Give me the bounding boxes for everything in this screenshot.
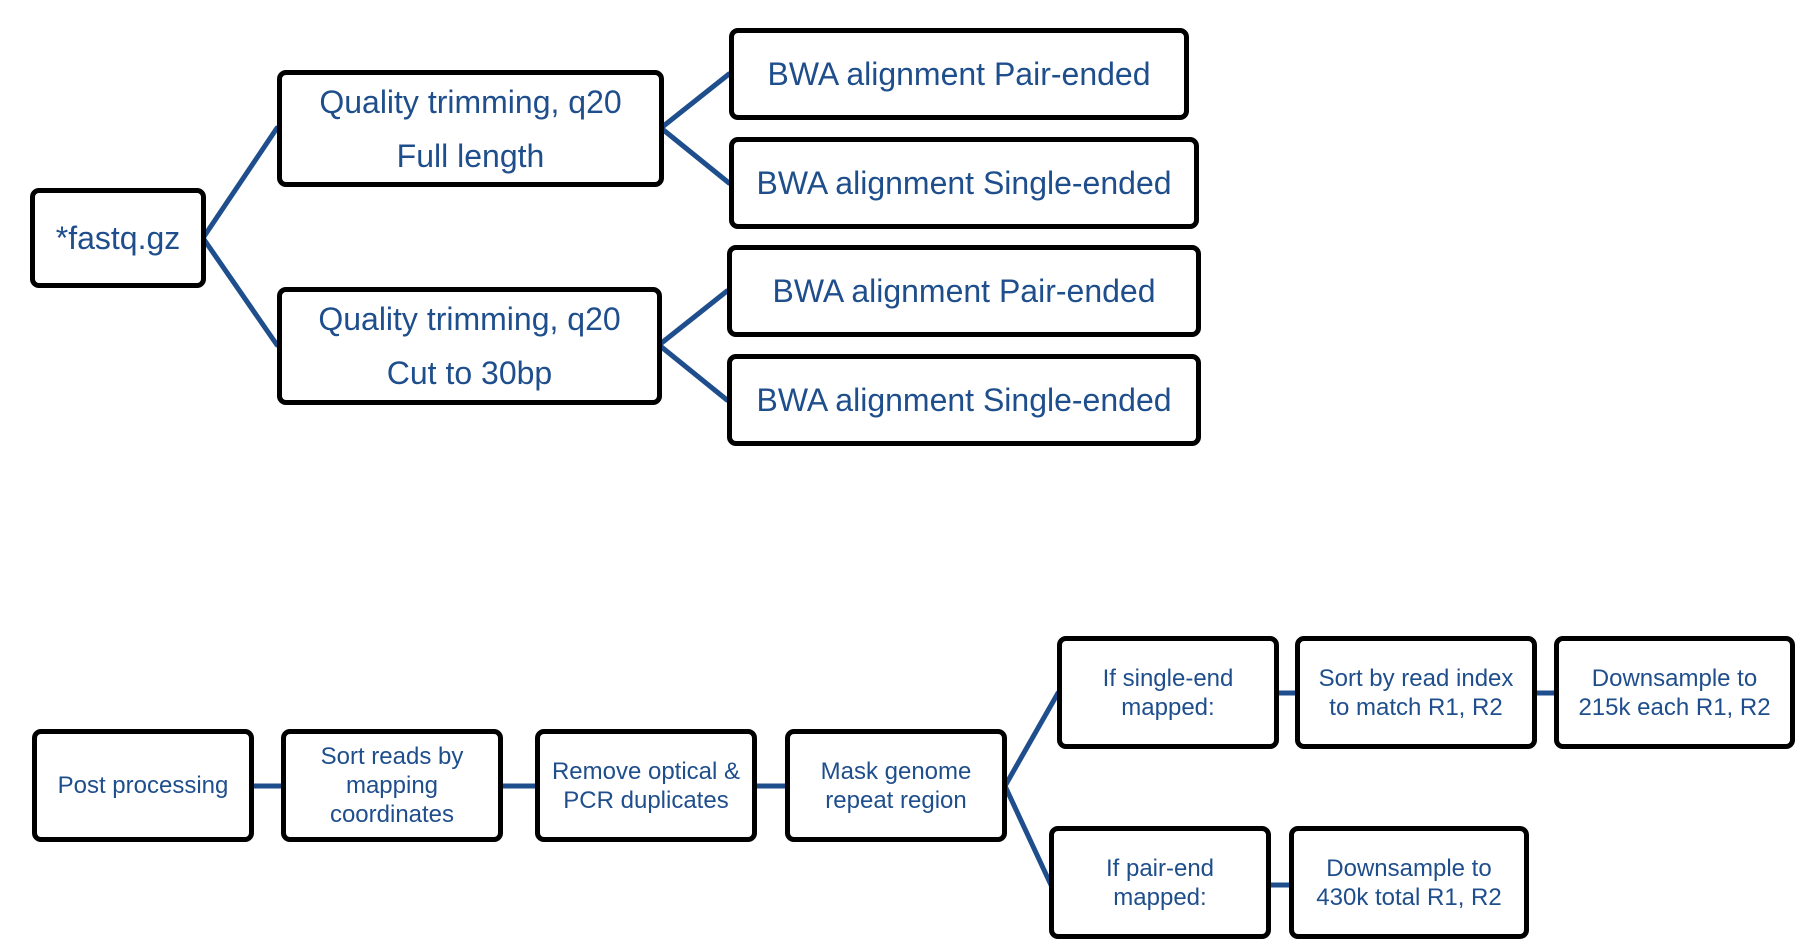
pair-end-mapped-box: If pair-end mapped:: [1049, 826, 1271, 939]
sort-by-coordinates-line2: mapping: [345, 772, 439, 799]
connector-trim-cut-to-single: [656, 342, 730, 403]
downsample-430k-line2: 430k total R1, R2: [1316, 883, 1502, 911]
trim-cut-30bp-line2: Cut to 30bp: [386, 355, 553, 391]
sort-by-read-index-line2: to match R1, R2: [1329, 693, 1503, 721]
downsample-430k-box: Downsample to 430k total R1, R2: [1289, 826, 1529, 939]
input-fastq-box: *fastq.gz: [30, 188, 206, 288]
input-fastq-label: *fastq.gz: [55, 220, 181, 256]
bwa-cut-single-ended-label: BWA alignment Single-ended: [756, 382, 1172, 418]
downsample-430k-line1: Downsample to: [1326, 854, 1492, 882]
single-end-mapped-line1: If single-end: [1102, 664, 1234, 692]
downsample-215k-box: Downsample to 215k each R1, R2: [1554, 636, 1795, 749]
mask-repeat-region-line1: Mask genome: [820, 757, 972, 785]
connector-input-to-trim-full: [200, 125, 280, 241]
sort-by-coordinates-line3: coordinates: [329, 801, 455, 828]
downsample-215k-line2: 215k each R1, R2: [1578, 693, 1771, 721]
remove-duplicates-line2: PCR duplicates: [563, 786, 729, 814]
single-end-mapped-box: If single-end mapped:: [1057, 636, 1279, 749]
connector-input-to-trim-cut: [200, 235, 280, 348]
bwa-cut-pair-ended-box: BWA alignment Pair-ended: [727, 245, 1201, 337]
connector-trim-cut-to-pair: [656, 288, 730, 348]
trim-full-length-box: Quality trimming, q20 Full length: [277, 70, 664, 187]
sort-by-read-index-box: Sort by read index to match R1, R2: [1295, 636, 1537, 749]
sort-by-coordinates-line1: Sort reads by: [320, 743, 464, 770]
connector-mask-to-pair: [1002, 783, 1054, 888]
sort-by-read-index-line1: Sort by read index: [1318, 664, 1514, 692]
mask-repeat-region-line2: repeat region: [825, 786, 967, 814]
trim-cut-30bp-box: Quality trimming, q20 Cut to 30bp: [277, 287, 662, 405]
trim-full-length-line2: Full length: [396, 137, 545, 174]
mask-repeat-region-box: Mask genome repeat region: [785, 729, 1007, 842]
post-processing-label: Post processing: [57, 772, 229, 799]
connector-mask-to-single: [1002, 690, 1061, 789]
post-processing-box: Post processing: [32, 729, 254, 842]
remove-duplicates-box: Remove optical & PCR duplicates: [535, 729, 757, 842]
single-end-mapped-line2: mapped:: [1121, 693, 1215, 721]
pair-end-mapped-line2: mapped:: [1113, 883, 1207, 911]
bwa-full-pair-ended-box: BWA alignment Pair-ended: [729, 28, 1189, 120]
pair-end-mapped-line1: If pair-end: [1105, 854, 1215, 882]
bwa-cut-single-ended-box: BWA alignment Single-ended: [727, 354, 1201, 446]
sort-by-coordinates-box: Sort reads by mapping coordinates: [281, 729, 503, 842]
connector-trim-full-to-pair: [658, 71, 732, 131]
trim-full-length-line1: Quality trimming, q20: [319, 83, 622, 120]
remove-duplicates-line1: Remove optical &: [551, 757, 741, 785]
bwa-full-single-ended-label: BWA alignment Single-ended: [756, 165, 1172, 201]
bwa-cut-pair-ended-label: BWA alignment Pair-ended: [772, 273, 1156, 309]
connector-trim-full-to-single: [658, 125, 732, 186]
trim-cut-30bp-line1: Quality trimming, q20: [318, 301, 621, 337]
bwa-full-pair-ended-label: BWA alignment Pair-ended: [767, 56, 1151, 92]
bwa-full-single-ended-box: BWA alignment Single-ended: [729, 137, 1199, 229]
downsample-215k-line1: Downsample to: [1591, 664, 1758, 692]
